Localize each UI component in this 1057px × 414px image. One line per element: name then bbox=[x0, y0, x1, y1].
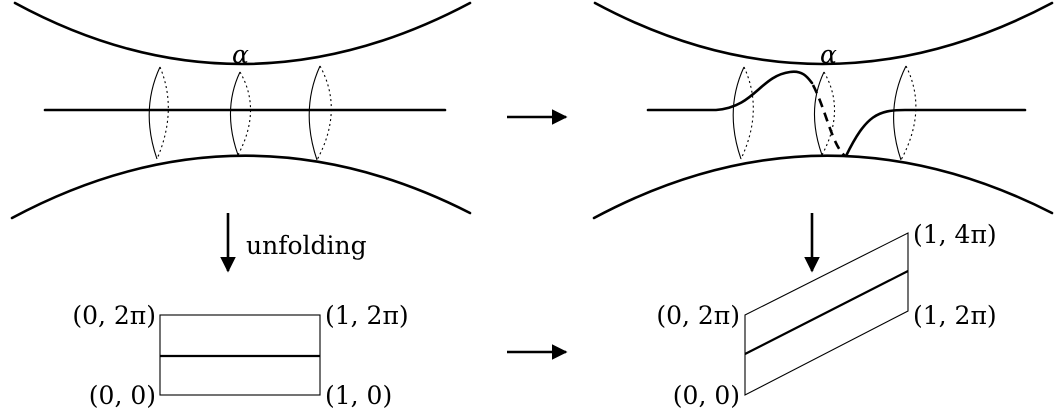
left-meridian-2-back bbox=[237, 71, 252, 156]
right-curve-right-segment bbox=[844, 108, 1027, 158]
right-top-left-label: (0, 2π) bbox=[656, 301, 740, 330]
left-meridian-1-front bbox=[148, 66, 161, 160]
left-top-left-label: (0, 2π) bbox=[72, 301, 156, 330]
right-meridian-3-back bbox=[900, 65, 917, 161]
right-parallelogram-midline bbox=[744, 270, 909, 355]
left-surface-upper-boundary bbox=[13, 1, 472, 66]
left-bottom-left-label: (0, 0) bbox=[89, 381, 156, 410]
left-top-right-label: (1, 2π) bbox=[325, 301, 409, 330]
alpha-label-right: α bbox=[820, 40, 837, 69]
right-meridian-3-front bbox=[893, 65, 907, 161]
right-curve-hidden-segment bbox=[811, 84, 846, 157]
right-surface-lower-boundary bbox=[592, 154, 1054, 220]
right-mid-right-label: (1, 2π) bbox=[913, 301, 997, 330]
right-surface: α bbox=[592, 1, 1054, 220]
left-meridian-2-front bbox=[229, 71, 241, 156]
alpha-label-left: α bbox=[232, 40, 249, 69]
left-surface-lower-boundary bbox=[10, 154, 472, 220]
right-parallelogram bbox=[744, 232, 909, 396]
right-bottom-left-label: (0, 0) bbox=[673, 381, 740, 410]
left-meridian-3-front bbox=[308, 65, 321, 161]
right-top-right-label: (1, 4π) bbox=[913, 220, 997, 249]
left-surface: α bbox=[10, 1, 472, 220]
right-curve-left-segment bbox=[646, 70, 814, 112]
left-meridian-3-back bbox=[316, 65, 332, 161]
left-bottom-right-label: (1, 0) bbox=[325, 381, 392, 410]
right-meridian-1-front bbox=[732, 66, 745, 160]
right-fundamental-domain: (0, 2π) (1, 4π) (1, 2π) (0, 0) bbox=[656, 220, 996, 410]
right-meridian-2-front bbox=[813, 71, 825, 156]
right-meridian-1-back bbox=[740, 66, 754, 160]
left-meridian-1-back bbox=[156, 66, 169, 160]
unfolding-label: unfolding bbox=[246, 231, 367, 260]
right-surface-upper-boundary bbox=[593, 1, 1054, 66]
right-meridian-2-back bbox=[821, 71, 836, 156]
left-fundamental-domain: (0, 2π) (1, 2π) (0, 0) (1, 0) bbox=[72, 301, 408, 410]
